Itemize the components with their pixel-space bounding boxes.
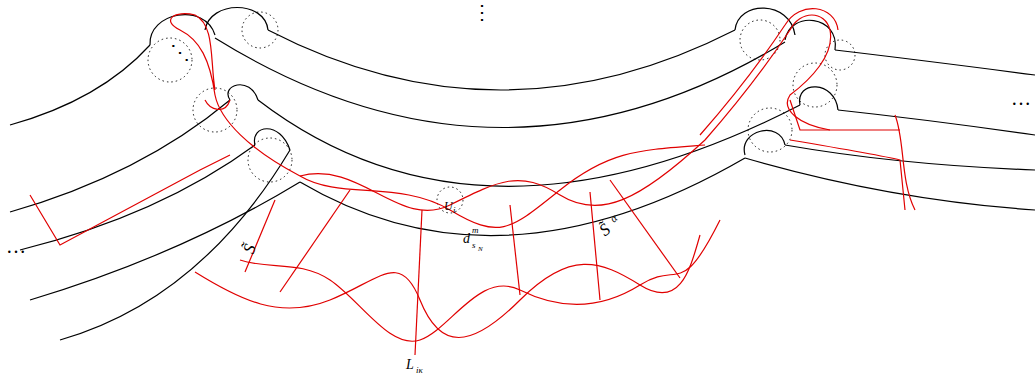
curve-subscript: s — [472, 241, 476, 250]
curve-subscript: iκ — [416, 366, 423, 375]
set-subscript: i — [453, 206, 456, 215]
ellipsis-dots: ⋱ — [170, 42, 190, 62]
curve-subscript: N — [478, 246, 483, 253]
set-label: U — [444, 200, 453, 212]
ellipsis-dots: ⋮ — [472, 2, 492, 22]
curve-superscript: m — [472, 226, 479, 235]
ellipsis-dots: … — [6, 236, 26, 256]
surface-subscript: α — [608, 212, 619, 224]
curve-label: d — [463, 232, 470, 246]
ellipsis-dots: … — [1011, 88, 1031, 108]
surface-label: S̃ — [596, 221, 613, 239]
curve-label: L — [406, 358, 414, 372]
